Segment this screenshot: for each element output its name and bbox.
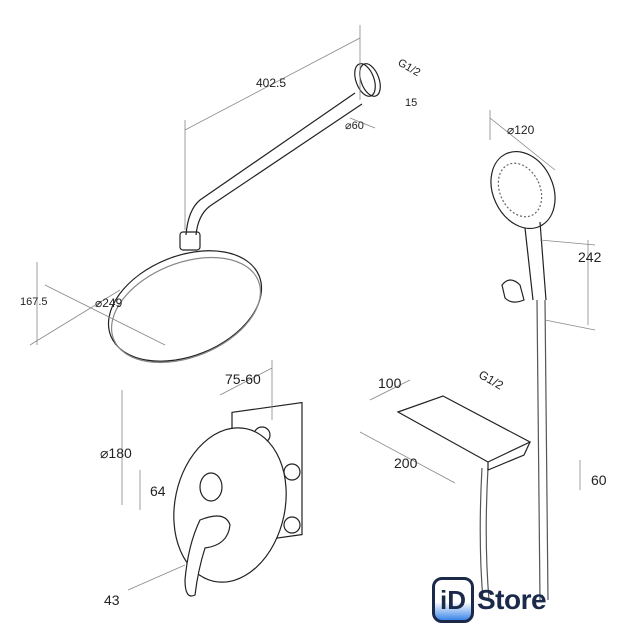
dim-head-height: 167.5 — [20, 296, 48, 308]
dim-hand-shower-height: 242 — [578, 249, 602, 265]
dim-plate-diameter: ⌀180 — [100, 445, 132, 461]
dim-shelf-depth: 100 — [378, 375, 402, 391]
dim-shelf-width: 200 — [394, 455, 418, 471]
dim-flange-depth: 15 — [405, 97, 418, 109]
dim-box-depth: 75-60 — [225, 371, 261, 387]
logo-mark: iD — [432, 577, 474, 623]
dim-head-diameter: ⌀249 — [95, 296, 123, 310]
logo-word: Store — [477, 584, 547, 615]
shelf — [396, 395, 532, 471]
dim-flange-diameter: ⌀60 — [345, 120, 364, 132]
dim-knob-offset: 64 — [150, 483, 166, 499]
shower-arm — [179, 63, 381, 251]
dim-lever-projection: 43 — [104, 592, 120, 608]
hose — [479, 467, 490, 601]
idstore-logo: iD Store — [432, 577, 547, 623]
shower-head — [107, 250, 263, 364]
dimension-lines — [29, 25, 596, 591]
dim-shelf-height: 60 — [591, 472, 607, 488]
dim-arm-length: 402.5 — [256, 76, 287, 90]
hand-shower — [490, 150, 556, 601]
mixer — [173, 401, 303, 597]
dim-hand-shower-diameter: ⌀120 — [507, 123, 535, 137]
